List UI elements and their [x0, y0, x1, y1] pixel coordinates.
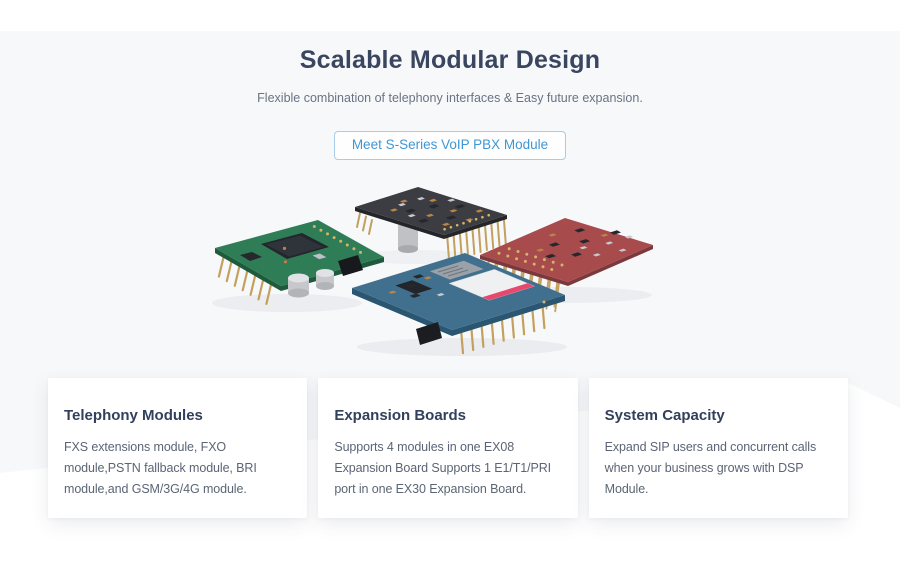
card-title: System Capacity	[604, 407, 725, 424]
meet-module-button[interactable]: Meet S-Series VoIP PBX Module	[333, 131, 567, 160]
card-expansion-boards: Expansion Boards Supports 4 modules in o…	[318, 378, 578, 518]
blue-board-sim-module	[429, 260, 536, 301]
blue-board-pins	[459, 302, 546, 355]
black-board-capacitor	[398, 225, 418, 253]
modules-illustration-svg	[212, 187, 653, 356]
card-body: FXS extensions module, FXO module,PSTN f…	[64, 440, 257, 496]
black-board-components	[389, 197, 491, 231]
green-board-components	[240, 225, 362, 264]
card-telephony-modules: Telephony Modules FXS extensions module,…	[48, 378, 308, 518]
feature-cards: Telephony Modules FXS extensions module,…	[48, 378, 848, 518]
modules-illustration	[192, 175, 692, 357]
blue-board-components	[388, 274, 546, 345]
card-title: Telephony Modules	[64, 407, 203, 424]
black-board-pins	[356, 212, 507, 263]
black-module-board	[355, 187, 507, 263]
card-body: Expand SIP users and concurrent calls wh…	[604, 440, 817, 496]
green-board-capacitors	[288, 255, 363, 298]
card-system-capacity: System Capacity Expand SIP users and con…	[588, 378, 848, 518]
page-title: Scalable Modular Design	[299, 46, 601, 74]
card-body: Supports 4 modules in one EX08 Expansion…	[334, 440, 551, 496]
red-board-components	[497, 228, 633, 271]
green-board-pins	[217, 254, 273, 305]
green-module-board	[215, 220, 384, 305]
blue-module-board	[352, 253, 565, 355]
card-title: Expansion Boards	[334, 407, 467, 424]
page-subtitle: Flexible combination of telephony interf…	[257, 91, 643, 105]
